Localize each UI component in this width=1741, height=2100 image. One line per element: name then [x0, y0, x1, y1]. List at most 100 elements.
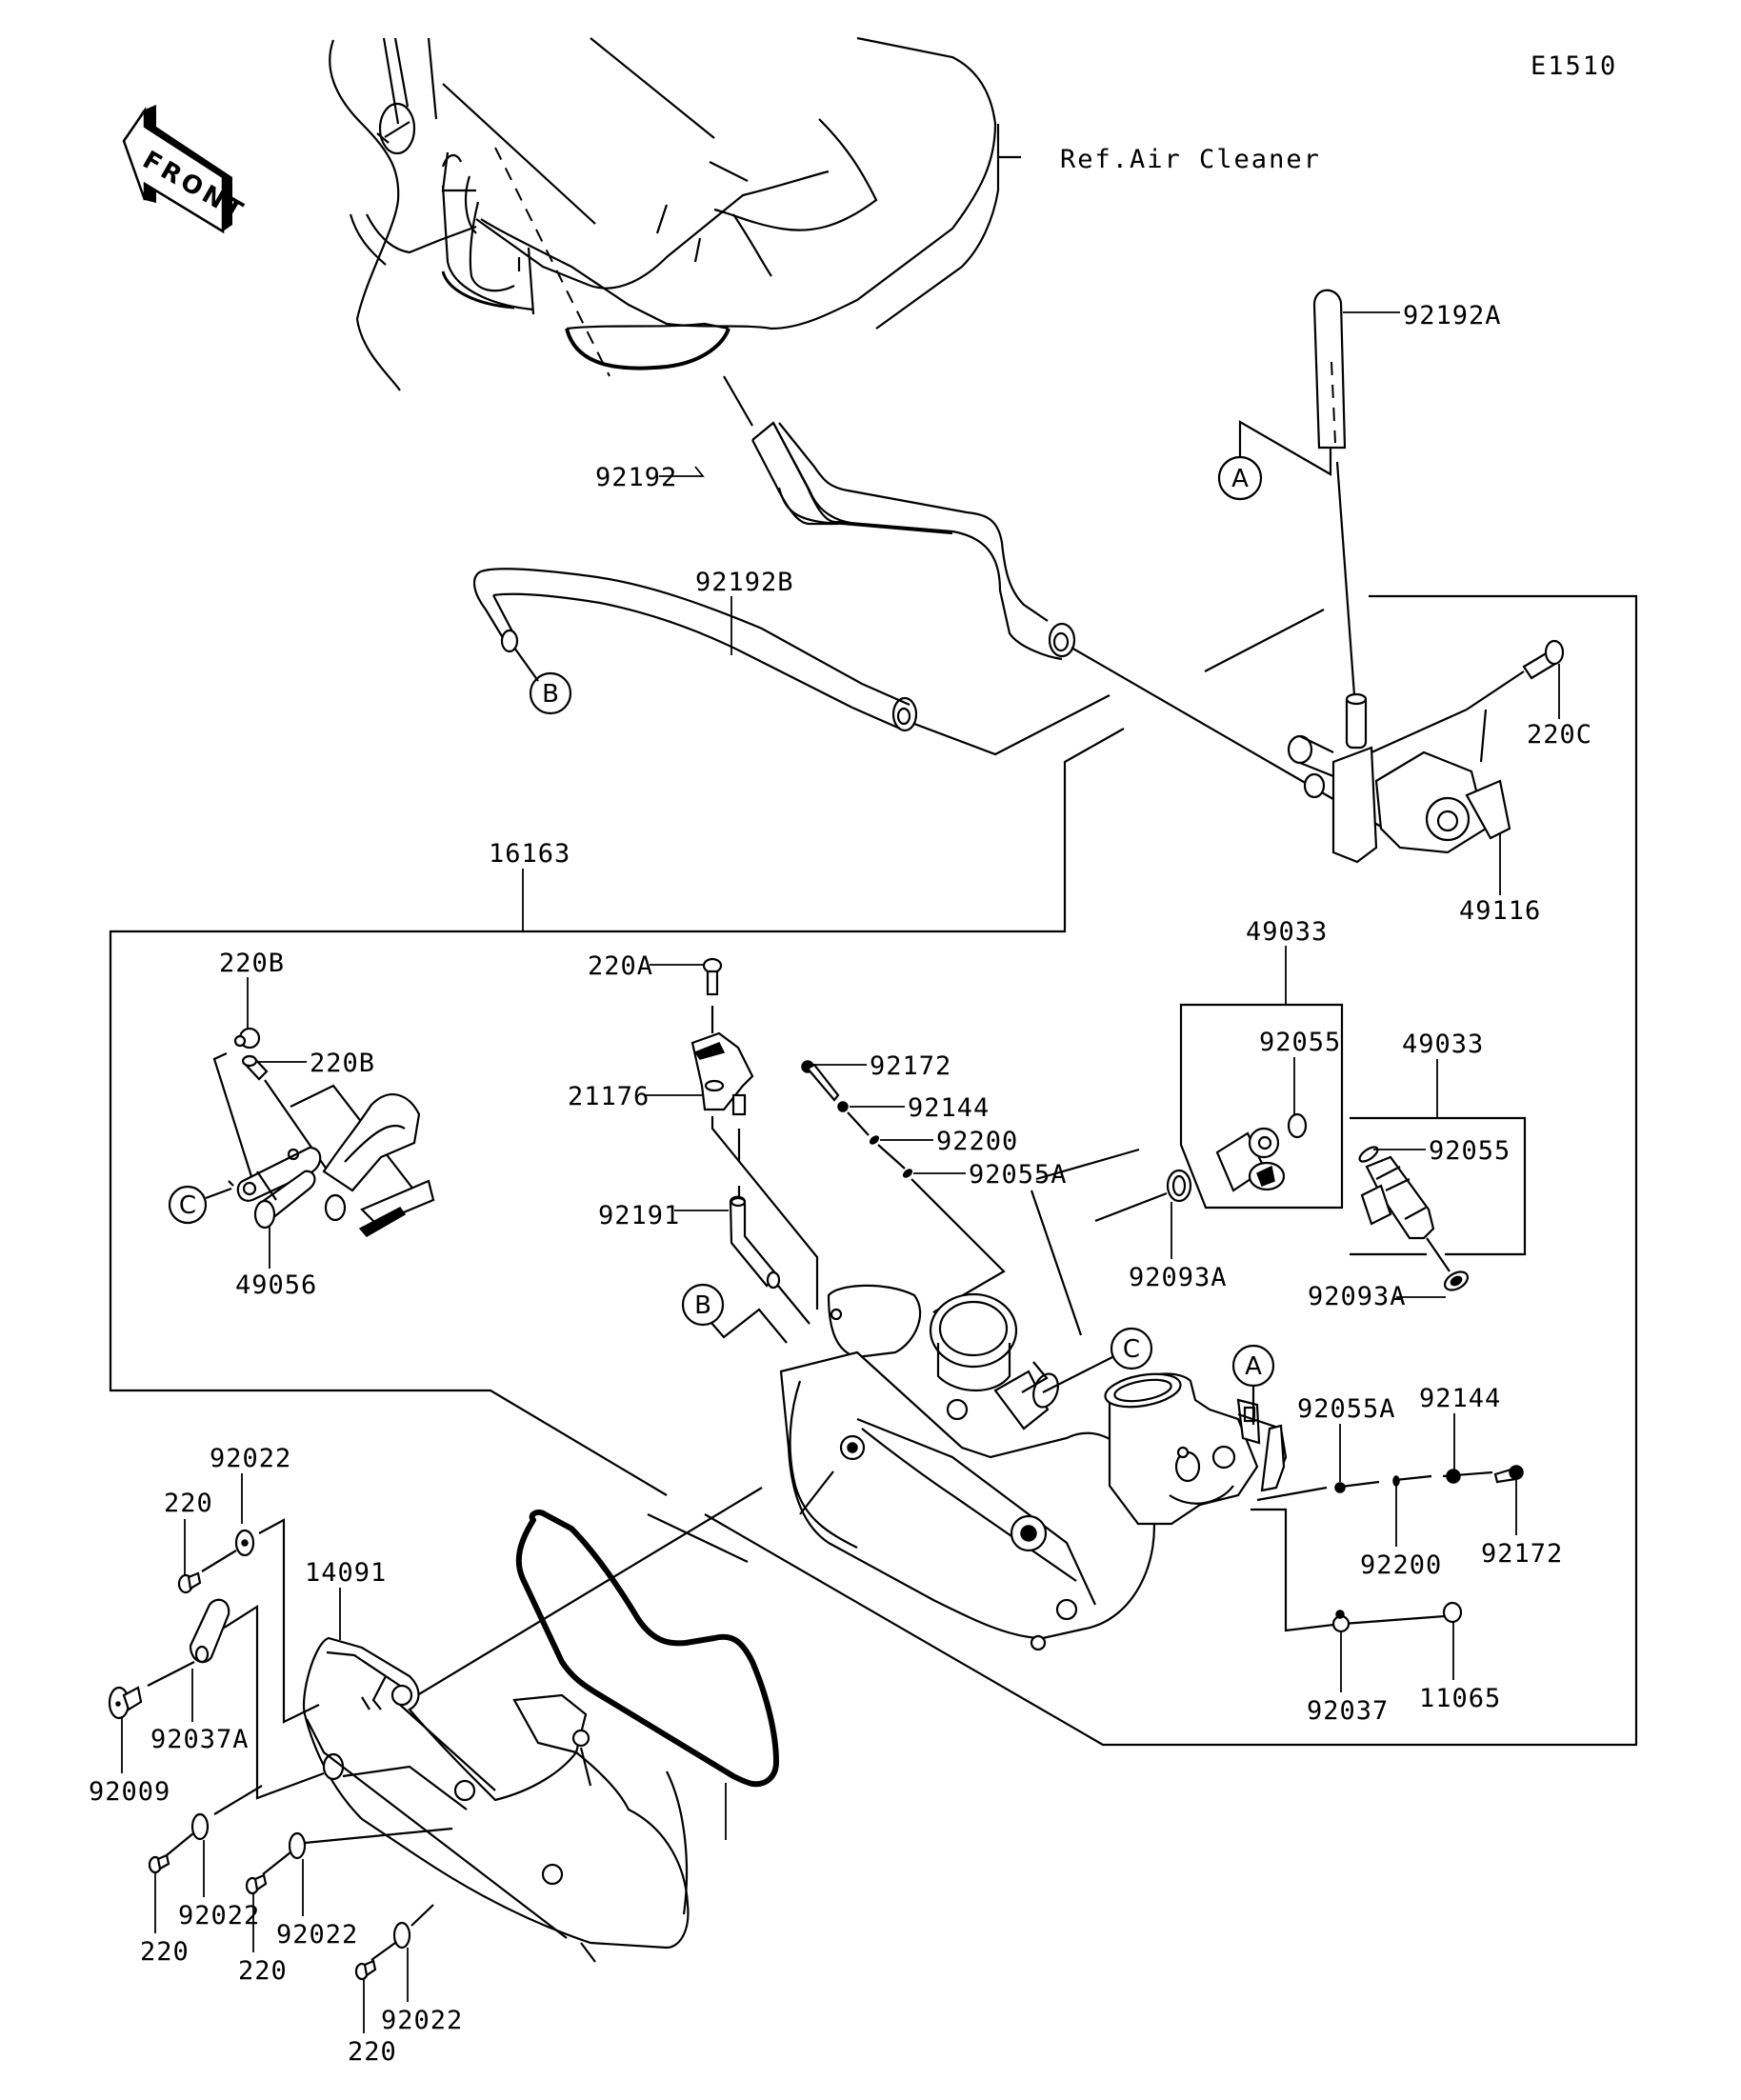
frame-line-left-2 — [207, 1604, 325, 1800]
label-21176: 21176 — [568, 1082, 650, 1111]
label-92037: 92037 — [1307, 1696, 1389, 1726]
callout-circle-c-throttle: C — [1021, 1327, 1153, 1393]
stack-line — [847, 1111, 870, 1136]
label-92192: 92192 — [595, 463, 677, 492]
seal-92093A-1 — [1094, 1169, 1192, 1223]
o-ring-92200-2 — [1392, 1475, 1400, 1487]
label-220B-1: 220B — [219, 949, 285, 978]
assembly-frame-outer — [704, 594, 1638, 1747]
part-21176-sensor — [690, 1031, 754, 1116]
screw-220-2 — [148, 1853, 170, 1874]
screw-92172-1 — [801, 1060, 840, 1102]
washer-92022-3 — [288, 1831, 307, 1860]
label-14091: 14091 — [305, 1558, 387, 1588]
o-ring-92055-1 — [1287, 1112, 1308, 1139]
label-11065: 11065 — [1419, 1684, 1501, 1713]
stack-line — [877, 1144, 906, 1170]
label-92172-2: 92172 — [1481, 1539, 1563, 1569]
label-92144-1: 92144 — [908, 1093, 990, 1123]
plug-11065 — [1442, 1601, 1463, 1624]
part-throttle-body — [779, 1284, 1288, 1651]
label-220A: 220A — [588, 951, 653, 981]
screw-220B-2 — [241, 1054, 269, 1081]
label-92192A: 92192A — [1403, 301, 1502, 330]
air-cleaner-outline — [329, 36, 1021, 391]
label-92055A-1: 92055A — [969, 1160, 1068, 1190]
clamp-92037A — [147, 1598, 230, 1687]
callout-circle-c-left: C — [168, 1185, 232, 1225]
washer-92022-2 — [190, 1812, 210, 1841]
label-49116: 49116 — [1459, 896, 1541, 926]
assembly-line — [201, 1550, 237, 1572]
svg-text:A: A — [1245, 1352, 1262, 1381]
seal-92093A-2 — [1443, 1270, 1470, 1291]
label-92022-4: 92022 — [381, 2006, 463, 2035]
o-ring-92055-2 — [1358, 1146, 1379, 1163]
front-arrow-icon: FRONT — [122, 105, 250, 234]
label-220B-2: 220B — [310, 1049, 375, 1078]
hose-92191 — [729, 1195, 810, 1325]
label-92093A-1: 92093A — [1129, 1263, 1228, 1292]
o-ring-92055A-1 — [902, 1169, 913, 1178]
screw-220C — [1466, 639, 1565, 710]
frame-line — [1204, 609, 1325, 672]
label-92144-2: 92144 — [1419, 1384, 1501, 1413]
screw-220-3 — [245, 1873, 268, 1895]
label-92055A-2: 92055A — [1297, 1394, 1396, 1424]
washer-92022-4 — [392, 1921, 411, 1950]
svg-text:B: B — [694, 1291, 711, 1320]
assembly-line — [262, 1851, 291, 1875]
part-49033-injector-1 — [1215, 1127, 1286, 1192]
label-49056: 49056 — [235, 1270, 317, 1300]
svg-text:C: C — [179, 1191, 196, 1220]
callout-circle-b-throttle: B — [681, 1283, 788, 1344]
label-49033-1: 49033 — [1246, 917, 1328, 947]
label-16163: 16163 — [489, 839, 570, 869]
label-92055-1: 92055 — [1259, 1028, 1341, 1057]
label-92172-1: 92172 — [870, 1051, 951, 1081]
screw-220-1 — [177, 1571, 202, 1594]
leader-sensor-mount — [710, 1116, 819, 1310]
screw-220A — [702, 957, 723, 1033]
callout-circle-a-throttle: A — [1231, 1344, 1275, 1425]
screw-220-4 — [354, 1959, 377, 1981]
stack-line — [911, 1178, 1006, 1313]
fastener-chain-line-2 — [1251, 1508, 1446, 1632]
label-220-2: 220 — [140, 1937, 190, 1967]
label-92192B: 92192B — [695, 568, 794, 597]
svg-text:B: B — [542, 680, 559, 709]
label-92200-1: 92200 — [936, 1127, 1018, 1156]
leader-92192 — [659, 466, 705, 477]
svg-text:A: A — [1231, 465, 1249, 493]
fastener-chain-line — [1256, 1470, 1493, 1502]
part-49056-housing — [212, 1052, 435, 1237]
label-220C: 220C — [1527, 720, 1592, 750]
diagram-code: E1510 — [1531, 51, 1617, 81]
ref-air-cleaner-note: Ref.Air Cleaner — [1060, 145, 1321, 174]
screw-220B-1 — [233, 1027, 261, 1050]
label-92191: 92191 — [598, 1201, 680, 1230]
label-92093A-2: 92093A — [1308, 1282, 1407, 1311]
assembly-line — [370, 1942, 396, 1961]
assembly-line — [213, 1785, 263, 1815]
label-220-3: 220 — [238, 1956, 288, 1986]
label-92022-3: 92022 — [276, 1920, 358, 1950]
part-49033-injector-2 — [1360, 1155, 1451, 1272]
hose-92192A — [1312, 289, 1356, 696]
callout-circle-a-upper: A — [1217, 420, 1332, 501]
label-220-1: 220 — [164, 1489, 213, 1518]
screw-92172-2 — [1493, 1465, 1524, 1484]
group-box-49033-2 — [1350, 1116, 1527, 1256]
frame-line-belt — [385, 1487, 763, 1715]
assembly-frame-16163 — [109, 728, 1125, 1496]
assembly-line — [166, 1832, 194, 1856]
group-box-49033-1 — [1179, 1003, 1344, 1210]
assembly-line — [304, 1827, 453, 1845]
label-92055-2: 92055 — [1429, 1136, 1511, 1166]
label-92022-2: 92022 — [178, 1901, 260, 1930]
assembly-line — [410, 1904, 434, 1927]
callout-circle-b-upper: B — [529, 671, 572, 715]
belt-92093 — [515, 1509, 779, 1788]
screw-92009 — [108, 1686, 143, 1720]
svg-text:C: C — [1123, 1335, 1140, 1364]
